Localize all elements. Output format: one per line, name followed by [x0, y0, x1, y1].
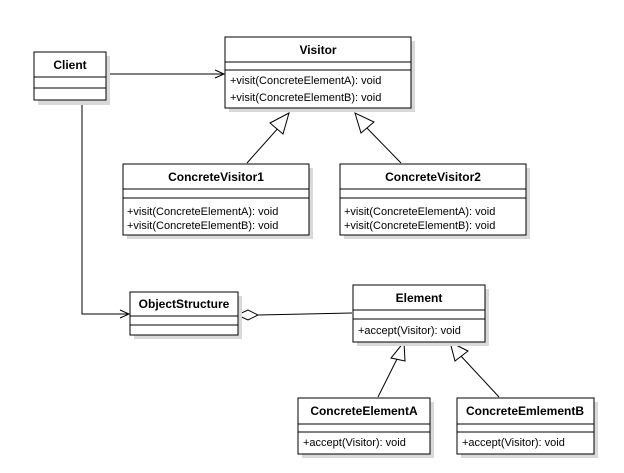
- objectstructure-element-aggregation: [235, 309, 353, 321]
- method: +visit(ConcreteElementB): void: [127, 220, 278, 232]
- class-concrete-visitor-1[interactable]: ConcreteVisitor1 +visit(ConcreteElementA…: [122, 163, 313, 239]
- method: +visit(ConcreteElementB): void: [344, 220, 495, 232]
- method: +accept(Visitor): void: [462, 437, 565, 449]
- method: +visit(ConcreteElementB): void: [230, 92, 381, 104]
- class-name: ConcreteElementA: [310, 404, 418, 418]
- class-concrete-visitor-2[interactable]: ConcreteVisitor2 +visit(ConcreteElementA…: [339, 163, 530, 239]
- class-name: Visitor: [299, 43, 336, 57]
- method: +accept(Visitor): void: [303, 437, 406, 449]
- visitor1-generalization: [246, 112, 290, 164]
- client-objectstructure-association: [81, 100, 131, 319]
- class-concrete-element-b[interactable]: ConcreteEmlementB +accept(Visitor): void: [456, 397, 598, 458]
- class-concrete-element-a[interactable]: ConcreteElementA +accept(Visitor): void: [297, 397, 434, 458]
- class-name: ConcreteEmlementB: [466, 404, 584, 418]
- elementA-generalization: [377, 340, 406, 398]
- method: +visit(ConcreteElementA): void: [344, 206, 495, 218]
- method: +visit(ConcreteElementA): void: [127, 206, 278, 218]
- class-name: ConcreteVisitor2: [385, 170, 481, 184]
- visitor2-generalization: [354, 112, 402, 164]
- class-name: Client: [53, 58, 86, 72]
- class-object-structure[interactable]: ObjectStructure: [129, 291, 242, 339]
- class-visitor[interactable]: Visitor +visit(ConcreteElementA): void +…: [224, 36, 415, 112]
- class-element[interactable]: Element +accept(Visitor): void: [352, 284, 489, 346]
- class-client[interactable]: Client: [33, 51, 110, 105]
- elementB-generalization: [449, 341, 500, 398]
- class-name: Element: [396, 291, 443, 305]
- client-visitor-association: [106, 69, 226, 79]
- class-name: ObjectStructure: [139, 297, 230, 311]
- method: +accept(Visitor): void: [358, 325, 461, 337]
- class-name: ConcreteVisitor1: [168, 170, 264, 184]
- method: +visit(ConcreteElementA): void: [230, 75, 381, 87]
